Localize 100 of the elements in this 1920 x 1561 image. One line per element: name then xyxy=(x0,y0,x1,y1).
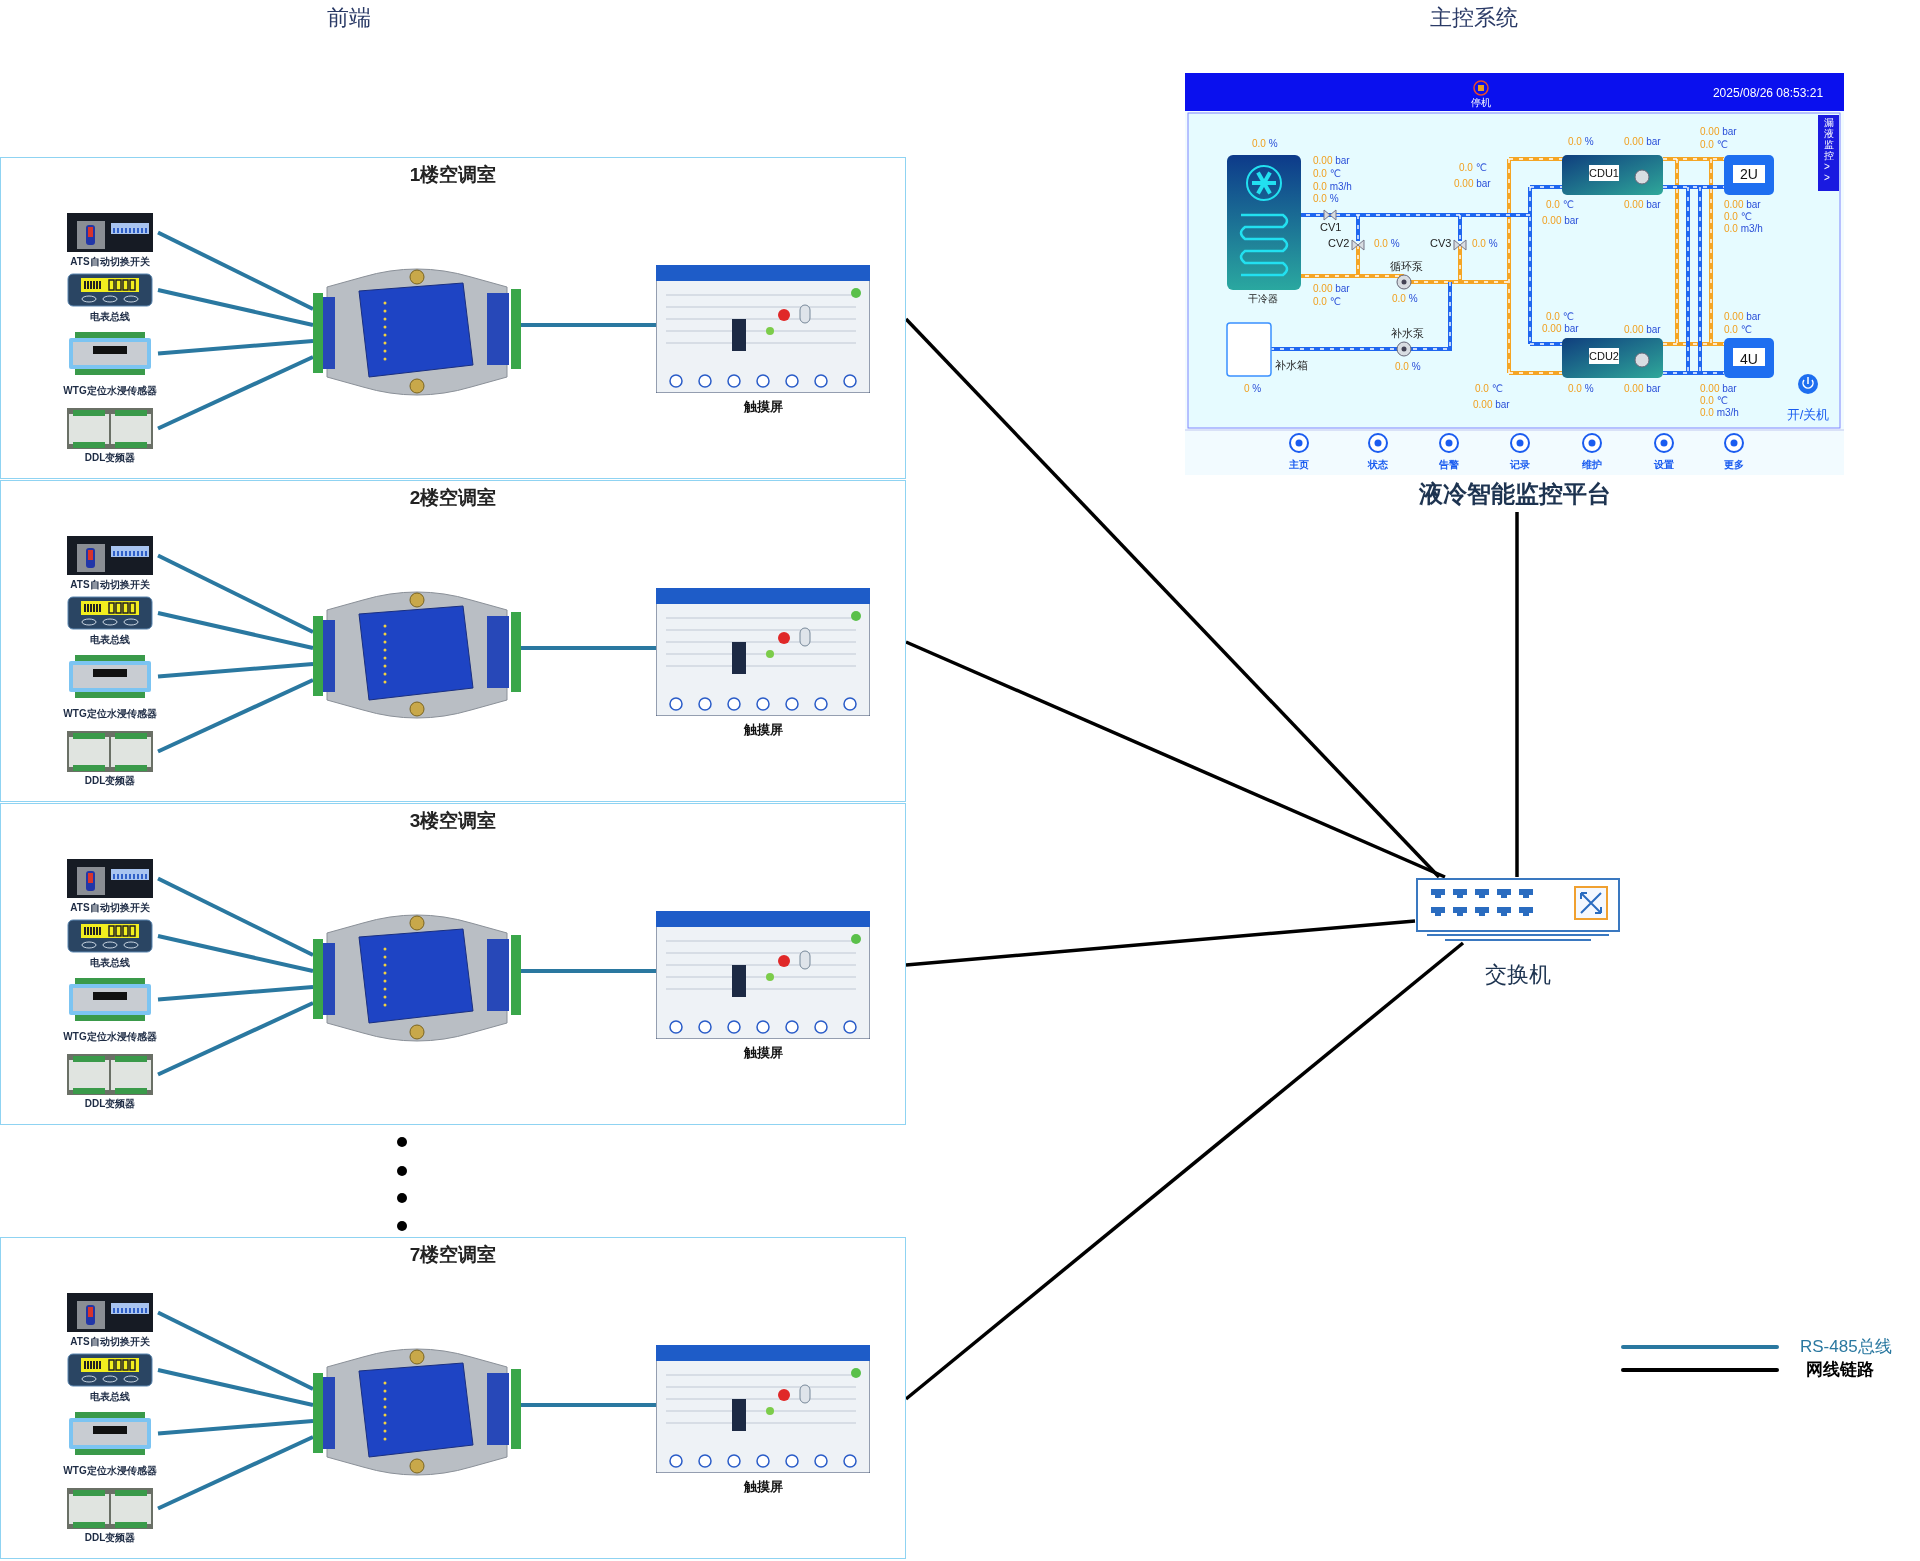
reading-value: 0.0 ℃ xyxy=(1700,395,1728,407)
component-label: CV2 xyxy=(1328,236,1350,250)
bus-line xyxy=(157,1419,314,1436)
reading-value: 0.0 % xyxy=(1313,193,1339,205)
reading-value: 0 % xyxy=(1244,383,1262,395)
nav-label: 告警 xyxy=(1439,459,1459,471)
converter-drawing xyxy=(313,911,521,1045)
reading-value: 0.00 bar xyxy=(1313,283,1350,295)
reading-value: 0.0 ℃ xyxy=(1313,296,1341,308)
nav-label: 维护 xyxy=(1582,459,1602,471)
nav-label: 设置 xyxy=(1654,459,1674,471)
room-panel xyxy=(0,803,906,1125)
device-label: DDL变频器 xyxy=(83,1098,137,1110)
device-label: 电表总线 xyxy=(89,634,131,646)
device-label: 触摸屏 xyxy=(742,1479,784,1495)
converter-drawing xyxy=(313,588,521,722)
room-panel xyxy=(0,480,906,802)
room-panel xyxy=(0,1237,906,1559)
device-label: 触摸屏 xyxy=(742,1045,784,1061)
device-label: WTG定位水浸传感器 xyxy=(62,1465,158,1477)
reading-value: 0.00 bar xyxy=(1700,383,1737,395)
device-label: ATS自动切换开关 xyxy=(69,579,151,591)
converter-drawing xyxy=(313,265,521,399)
bus-line xyxy=(157,934,314,973)
column-heading: 主控系统 xyxy=(1430,4,1518,32)
reading-value: 0.00 bar xyxy=(1624,136,1661,148)
bus-line xyxy=(157,1001,314,1077)
reading-value: 0.0 % xyxy=(1395,361,1421,373)
reading-value: 0.00 bar xyxy=(1724,199,1761,211)
component-label: 补水箱 xyxy=(1275,358,1308,372)
component-label: CV1 xyxy=(1320,220,1342,234)
device-label: ATS自动切换开关 xyxy=(69,1336,151,1348)
room-title: 2楼空调室 xyxy=(408,486,498,510)
network-cable xyxy=(1515,512,1519,877)
unit-label: CDU1 xyxy=(1589,166,1619,180)
bus-line xyxy=(157,662,314,679)
reading-value: 0.0 ℃ xyxy=(1546,311,1574,323)
nav-label: 主页 xyxy=(1289,459,1309,471)
bus-line xyxy=(521,646,656,650)
component-label: 循环泵 xyxy=(1390,259,1423,273)
reading-value: 0.0 ℃ xyxy=(1700,139,1728,151)
unit-label: CDU2 xyxy=(1589,349,1619,363)
reading-value: 0.0 % xyxy=(1568,383,1594,395)
reading-value: 0.00 bar xyxy=(1624,383,1661,395)
bus-line xyxy=(521,323,656,327)
reading-value: 0.0 m3/h xyxy=(1724,223,1763,235)
bus-line xyxy=(521,1403,656,1407)
device-label: 电表总线 xyxy=(89,957,131,969)
reading-value: 0.0 m3/h xyxy=(1313,181,1352,193)
device-label: 电表总线 xyxy=(89,311,131,323)
device-label: DDL变频器 xyxy=(83,452,137,464)
nav-label: 状态 xyxy=(1368,459,1388,471)
bus-line xyxy=(157,230,314,311)
network-cable xyxy=(905,919,1416,967)
unit-label: 4U xyxy=(1740,351,1758,367)
reading-value: 0.0 % xyxy=(1252,138,1278,150)
room-panel xyxy=(0,157,906,479)
legend-label: 网线链路 xyxy=(1806,1360,1874,1380)
reading-value: 0.0 % xyxy=(1472,238,1498,250)
legend-label: RS-485总线 xyxy=(1800,1337,1892,1357)
reading-value: 0.00 bar xyxy=(1624,199,1661,211)
reading-value: 0.00 bar xyxy=(1724,311,1761,323)
reading-value: 0.0 ℃ xyxy=(1724,324,1752,336)
device-label: DDL变频器 xyxy=(83,1532,137,1544)
timestamp: 2025/08/26 08:53:21 xyxy=(1712,86,1824,100)
device-label: 触摸屏 xyxy=(742,399,784,415)
bus-line xyxy=(157,288,314,327)
side-tab-label: 漏液监控>> xyxy=(1824,117,1834,183)
nav-label: 记录 xyxy=(1510,459,1530,471)
nav-label: 更多 xyxy=(1724,459,1744,471)
reading-value: 0.0 m3/h xyxy=(1700,407,1739,419)
reading-value: 0.00 bar xyxy=(1313,155,1350,167)
power-label: 开/关机 xyxy=(1786,407,1830,423)
reading-value: 0.00 bar xyxy=(1542,323,1579,335)
network-cable xyxy=(904,941,1465,1401)
room-title: 3楼空调室 xyxy=(408,809,498,833)
bus-line xyxy=(157,553,314,634)
device-label: ATS自动切换开关 xyxy=(69,902,151,914)
device-label: WTG定位水浸传感器 xyxy=(62,385,158,397)
reading-value: 0.0 % xyxy=(1374,238,1400,250)
bus-line xyxy=(157,985,314,1002)
status-label: 停机 xyxy=(1471,97,1491,109)
bus-line xyxy=(157,1435,314,1511)
converter-drawing xyxy=(313,1345,521,1479)
network-cable xyxy=(905,640,1446,879)
device-label: WTG定位水浸传感器 xyxy=(62,708,158,720)
component-label: 补水泵 xyxy=(1391,326,1424,340)
network-cable xyxy=(904,317,1441,879)
device-label: WTG定位水浸传感器 xyxy=(62,1031,158,1043)
bus-line xyxy=(157,611,314,650)
reading-value: 0.00 bar xyxy=(1454,178,1491,190)
reading-value: 0.0 ℃ xyxy=(1546,199,1574,211)
reading-value: 0.00 bar xyxy=(1700,126,1737,138)
reading-value: 0.0 ℃ xyxy=(1459,162,1487,174)
switch-label: 交换机 xyxy=(1484,961,1552,989)
component-label: CV3 xyxy=(1430,236,1452,250)
device-label: DDL变频器 xyxy=(83,775,137,787)
reading-value: 0.00 bar xyxy=(1542,215,1579,227)
reading-value: 0.0 % xyxy=(1392,293,1418,305)
bus-line xyxy=(157,1310,314,1391)
